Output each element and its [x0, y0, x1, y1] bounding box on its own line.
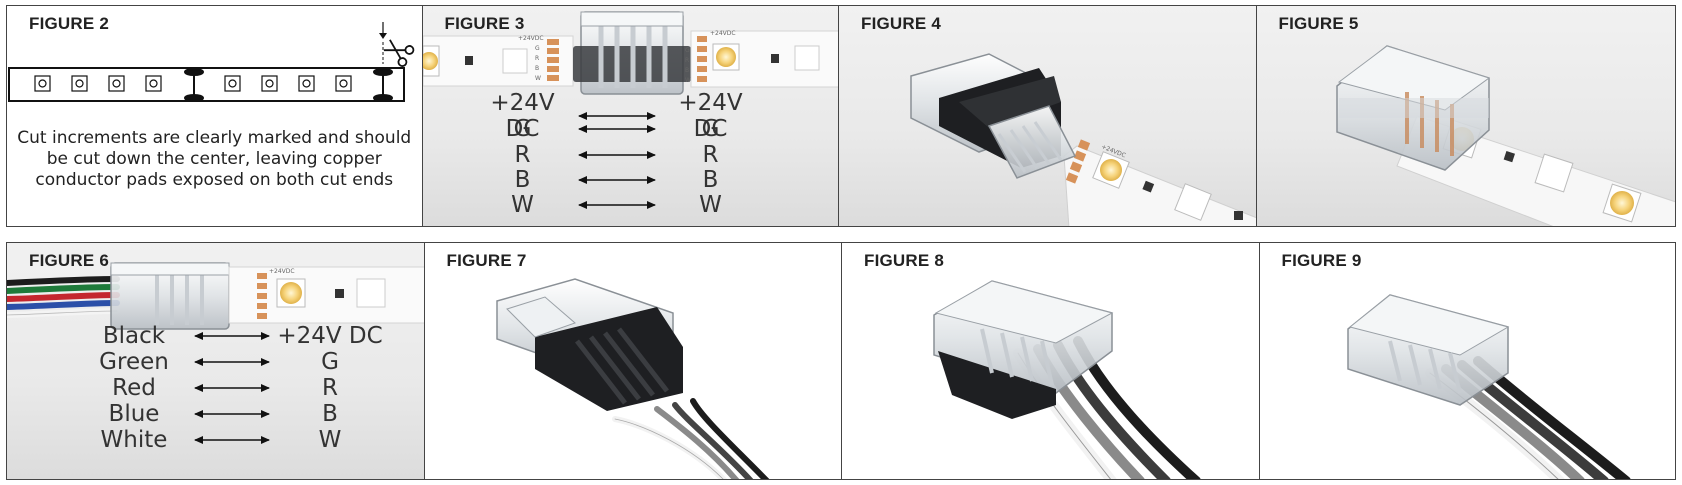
svg-text:B: B	[535, 65, 539, 72]
figure-4-title: FIGURE 4	[861, 14, 942, 33]
figure-4-panel: FIGURE 4 +24VDC	[839, 6, 1257, 226]
right-pad-label-24v: +24VDC	[710, 30, 736, 37]
open-wire-connector-photo	[495, 278, 769, 479]
figure-2-title: FIGURE 2	[29, 14, 110, 33]
figure-3-panel: +24VDC G R B W +24VDC G R B W FIGURE 3 +…	[422, 6, 839, 226]
mapping-row: Green G	[99, 349, 339, 375]
figure-9-title: FIGURE 9	[1281, 251, 1362, 270]
mapping-row: Black +24V DC	[102, 323, 383, 349]
scissors-icon	[383, 39, 415, 67]
svg-text:G: G	[535, 45, 540, 52]
cut-marks	[184, 68, 393, 102]
closed-wire-connector-photo	[1346, 294, 1631, 479]
arrow-down-icon	[379, 22, 387, 64]
figure-7-panel: FIGURE 7	[424, 243, 842, 479]
mapping-row: Red R	[112, 375, 338, 401]
figure-6-panel: +24VDC FIGURE 6 Black +24V DC Green G Re…	[7, 243, 425, 479]
figure-row-bottom: +24VDC FIGURE 6 Black +24V DC Green G Re…	[6, 242, 1676, 480]
mapping-row: Blue B	[108, 401, 338, 427]
double-arrow-icon	[194, 410, 270, 418]
wire-to-strip-connector-photo: +24VDC	[7, 262, 424, 330]
figure-row-top: FIGURE 2	[6, 5, 1676, 227]
cut-diagram	[8, 22, 415, 102]
double-arrow-icon	[194, 358, 270, 366]
mapping-row: G G	[513, 116, 720, 142]
double-arrow-icon	[194, 332, 270, 340]
svg-text:B: B	[685, 67, 689, 74]
figure-2-panel: FIGURE 2	[7, 6, 423, 226]
figure-3-title: FIGURE 3	[444, 14, 525, 33]
pad-labels: +24VDC G R B W +24VDC G R B W	[518, 30, 736, 84]
svg-text:R: R	[685, 57, 689, 64]
mapping-row: W W	[511, 192, 722, 218]
mapping-row: R R	[514, 142, 719, 168]
left-pad-label-24v: +24VDC	[518, 35, 544, 42]
figure-8-title: FIGURE 8	[864, 251, 945, 270]
figure-8-panel: FIGURE 8	[842, 243, 1260, 479]
double-arrow-icon	[194, 384, 270, 392]
strip-to-strip-connector-photo	[422, 11, 839, 95]
double-arrow-icon	[577, 151, 656, 159]
mapping-row: +24V DC +24V DC	[490, 90, 743, 142]
wire-inserted-connector-photo	[933, 280, 1201, 479]
double-arrow-icon	[194, 436, 270, 444]
figure-6-title: FIGURE 6	[29, 251, 110, 270]
closed-connector-photo	[1335, 45, 1675, 226]
double-arrow-icon	[577, 112, 656, 120]
svg-text:W: W	[535, 75, 541, 82]
svg-text:R: R	[535, 55, 539, 62]
double-arrow-icon	[577, 176, 656, 184]
figure-7-title: FIGURE 7	[446, 251, 527, 270]
svg-text:W: W	[685, 77, 691, 84]
figure-2-caption: Cut increments are clearly marked and sh…	[17, 128, 412, 190]
figure-9-panel: FIGURE 9	[1259, 243, 1675, 479]
svg-text:G: G	[685, 47, 690, 54]
led-strip-outline	[8, 67, 405, 102]
mapping-row: B B	[514, 167, 719, 193]
double-arrow-icon	[577, 201, 656, 209]
figure-5-panel: FIGURE 5	[1256, 6, 1675, 226]
figure-5-title: FIGURE 5	[1278, 14, 1359, 33]
open-connector-photo: +24VDC	[910, 53, 1256, 226]
svg-text:+24VDC: +24VDC	[269, 268, 295, 275]
mapping-row: White W	[100, 427, 342, 453]
led-chips	[34, 75, 352, 92]
double-arrow-icon	[577, 125, 656, 133]
